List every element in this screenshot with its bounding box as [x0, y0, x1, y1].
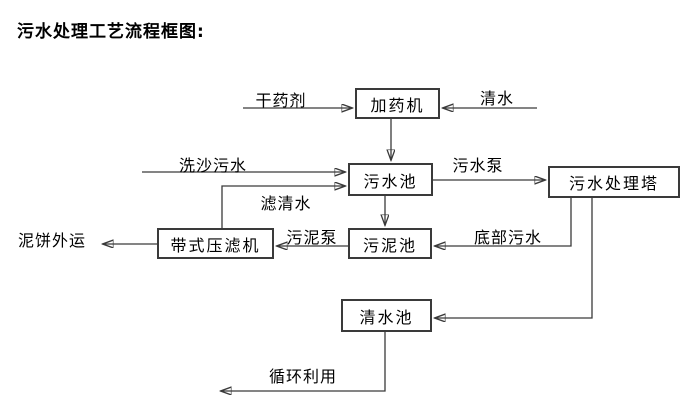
node-dosing-machine: 加药机 [355, 88, 440, 119]
node-dosing-machine-label: 加药机 [370, 95, 425, 115]
node-clean-water-pool-label: 清水池 [359, 307, 414, 327]
edge-bottom-sewage-arrow [435, 198, 572, 246]
node-treatment-tower-label: 污水处理塔 [568, 174, 659, 193]
edge-label-filtered-water: 滤清水 [260, 194, 312, 213]
page-title: 污水处理工艺流程框图: [17, 22, 205, 42]
node-sludge-pool: 污泥池 [348, 228, 432, 259]
node-belt-filter-press-label: 带式压滤机 [170, 235, 261, 255]
edge-label-mud-cake-out: 泥饼外运 [18, 231, 87, 250]
edge-label-bottom-sewage: 底部污水 [473, 228, 543, 247]
node-sewage-pool-label: 污水池 [363, 171, 418, 191]
node-sludge-pool-label: 污泥池 [362, 235, 417, 255]
node-sewage-pool: 污水池 [348, 163, 433, 196]
edge-filtered-water-arrow [221, 186, 345, 228]
edge-label-dry-agent: 干药剂 [255, 91, 307, 110]
edge-recycle-arrow [221, 332, 386, 391]
edge-label-recycle-use: 循环利用 [268, 367, 338, 386]
edge-label-sludge-pump: 污泥泵 [286, 228, 338, 247]
node-clean-water-pool: 清水池 [341, 299, 432, 332]
edge-label-sewage-pump: 污水泵 [452, 156, 504, 175]
edge-tower-to-cleanpool-arrow [435, 198, 593, 318]
edge-label-clean-water: 清水 [479, 89, 515, 108]
edge-label-sand-washing-sewage: 洗沙污水 [178, 156, 248, 175]
node-belt-filter-press: 带式压滤机 [157, 228, 274, 259]
node-treatment-tower: 污水处理塔 [548, 166, 680, 198]
